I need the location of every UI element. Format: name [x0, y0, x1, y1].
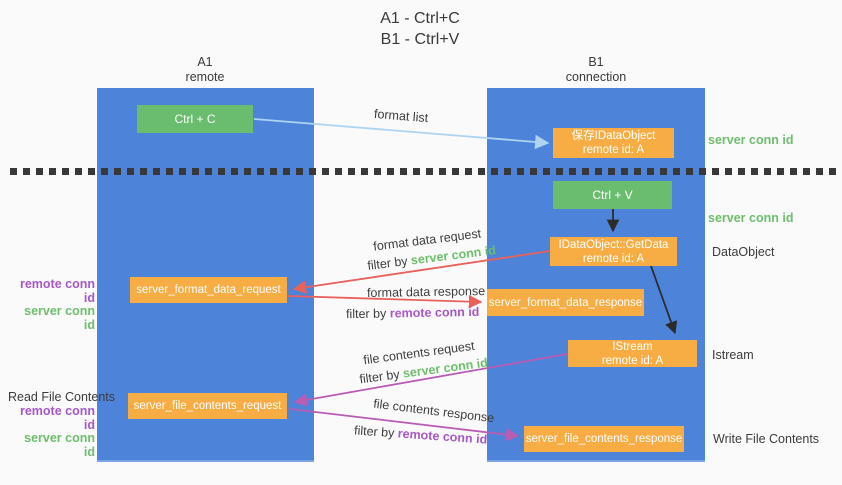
annotation-istream: Istream: [712, 348, 754, 362]
annotation-conn-ids-file: remote conn id server conn id: [10, 404, 95, 459]
annotation-server-conn-id-top: server conn id: [708, 133, 794, 147]
lifeline-header-a1: A1 remote: [105, 55, 305, 85]
lifeline-b1-name: B1: [588, 55, 604, 69]
node-save-idataobject: 保存IDataObject remote id: A: [553, 128, 674, 158]
annotation-write-file-contents: Write File Contents: [713, 432, 820, 446]
label-format-data-response: format data response: [366, 283, 486, 301]
label-remote-conn-id-text: remote conn id: [397, 426, 488, 447]
lifeline-a1-role: remote: [185, 70, 225, 84]
label-remote-conn-id-text: remote conn id: [389, 304, 480, 321]
lifeline-header-b1: B1 connection: [496, 55, 696, 85]
label-filter-by-remote-conn-id-2: filter by remote conn id: [354, 423, 488, 446]
node-ctrl-v: Ctrl + V: [553, 181, 672, 209]
node-istream-line1: IStream: [612, 340, 653, 353]
annotation-conn-ids-format: remote conn id server conn id: [10, 277, 95, 332]
machine-boundary-dotted-line: [10, 168, 842, 175]
node-istream-line2: remote id: A: [601, 354, 664, 367]
label-filter-by-text: filter by: [358, 367, 401, 387]
node-server-file-contents-response: server_file_contents_response: [524, 426, 684, 452]
node-server-file-contents-request-label: server_file_contents_request: [133, 400, 282, 412]
node-server-format-data-response: server_format_data_response: [487, 289, 644, 316]
node-getdata-line1: IDataObject::GetData: [558, 238, 669, 251]
node-istream: IStream remote id: A: [568, 340, 697, 367]
annotation-server-conn-id: server conn id: [24, 431, 95, 459]
node-save-idataobject-line1: 保存IDataObject: [571, 130, 656, 142]
node-ctrl-v-label: Ctrl + V: [592, 188, 633, 202]
label-filter-by-text: filter by: [353, 423, 395, 441]
lifeline-b1-role: connection: [565, 70, 627, 84]
annotation-remote-conn-id: remote conn id: [19, 277, 95, 305]
node-save-idataobject-line2: remote id: A: [582, 144, 645, 156]
node-server-file-contents-response-label: server_file_contents_response: [525, 433, 683, 445]
lifeline-a1-name: A1: [197, 55, 213, 69]
annotation-read-file-contents: Read File Contents: [8, 390, 116, 404]
node-ctrl-c-label: Ctrl + C: [174, 112, 216, 126]
annotation-dataobject: DataObject: [712, 245, 775, 259]
node-server-format-data-request-label: server_format_data_request: [136, 284, 281, 296]
annotation-remote-conn-id: remote conn id: [19, 404, 95, 432]
node-idataobject-getdata: IDataObject::GetData remote id: A: [550, 237, 677, 266]
label-file-contents-response: file contents response: [372, 396, 496, 426]
diagram-title: A1 - Ctrl+C B1 - Ctrl+V: [300, 8, 540, 50]
diagram-title-line1: A1 - Ctrl+C: [380, 10, 460, 27]
node-server-format-data-response-label: server_format_data_response: [488, 296, 643, 309]
diagram-title-line2: B1 - Ctrl+V: [380, 31, 460, 48]
annotation-server-conn-id: server conn id: [24, 304, 95, 332]
label-filter-by-text: filter by: [366, 254, 409, 273]
label-filter-by-text: filter by: [345, 306, 387, 322]
label-format-list: format list: [373, 106, 429, 126]
node-ctrl-c: Ctrl + C: [137, 105, 253, 133]
node-server-file-contents-request: server_file_contents_request: [128, 393, 287, 419]
node-server-format-data-request: server_format_data_request: [130, 277, 287, 303]
label-filter-by-remote-conn-id-1: filter by remote conn id: [346, 305, 480, 321]
annotation-server-conn-id-mid: server conn id: [708, 211, 794, 225]
node-getdata-line2: remote id: A: [582, 252, 645, 265]
